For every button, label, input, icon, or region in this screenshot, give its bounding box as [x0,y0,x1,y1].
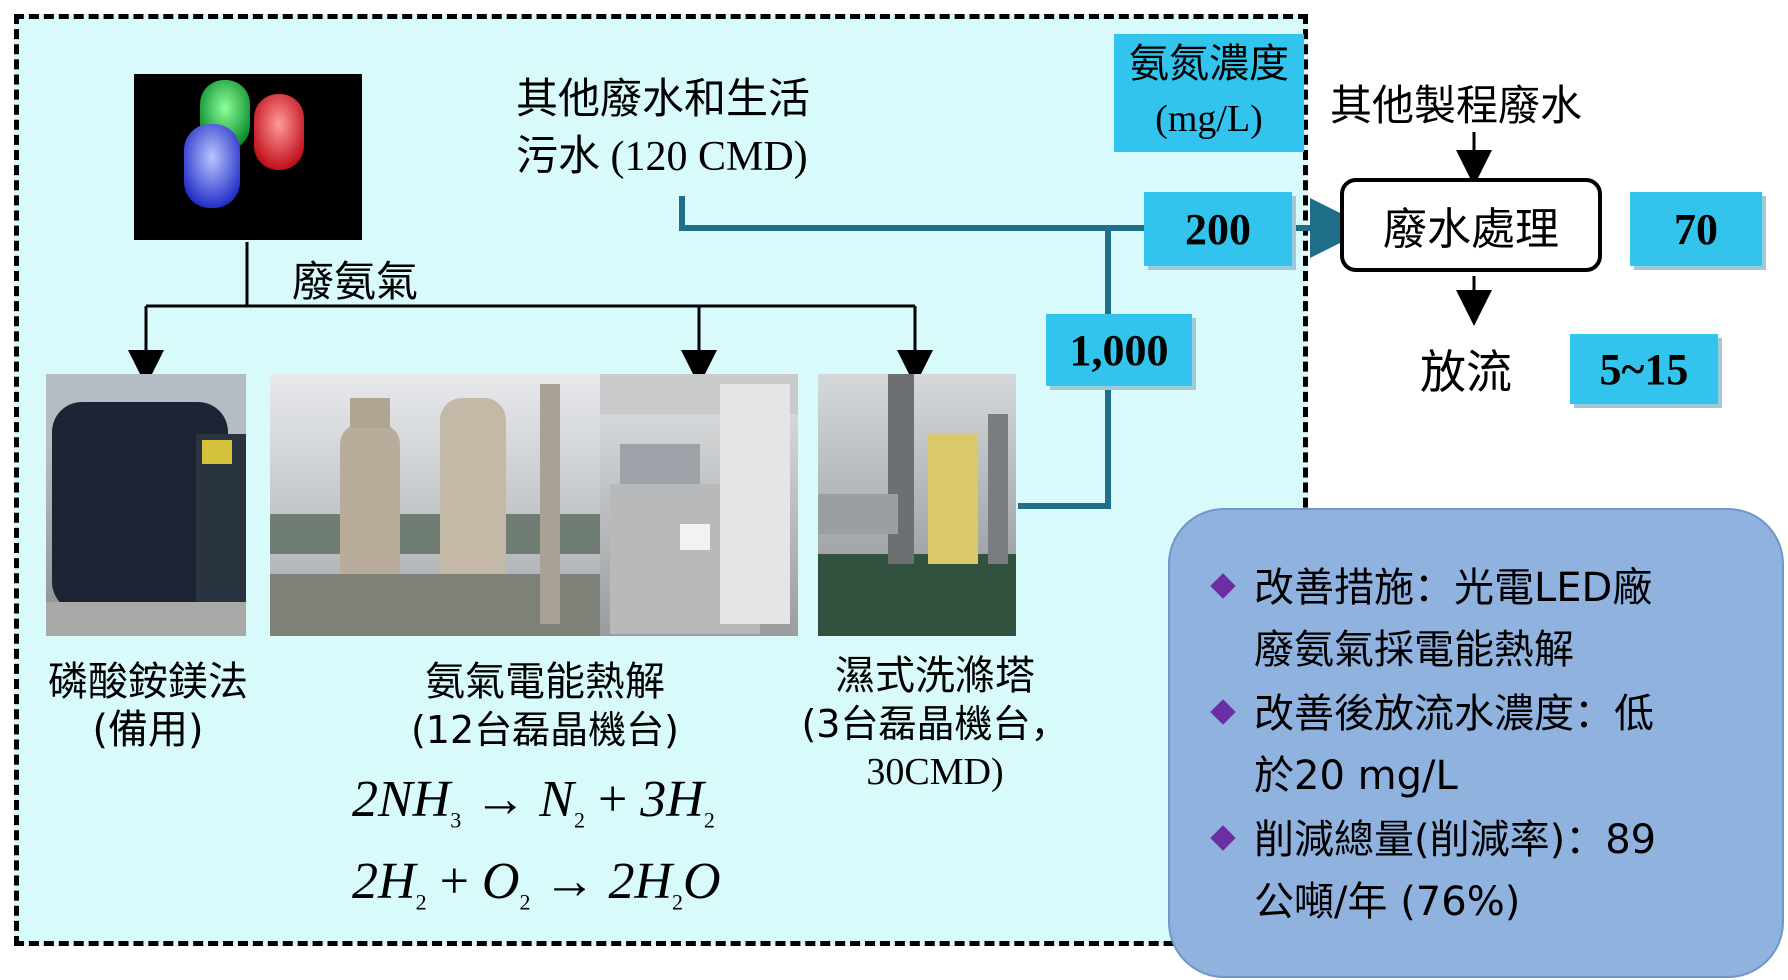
map-tank-photo [46,374,246,636]
diamond-bullet-icon [1210,699,1236,725]
method-map: 磷酸銨鎂法 (備用) [48,659,248,753]
thermal-photo-b [600,374,798,636]
discharge-value-badge: 5~15 [1570,334,1718,404]
inflow-value-badge: 200 [1144,192,1292,266]
equation-combustion: 2H2 + O2 → 2H2O [352,853,721,915]
scrubber-value-badge: 1,000 [1046,314,1192,386]
wastewater-pipe [679,196,1370,258]
summary-item: 削減總量(削減率)：89 [1210,808,1656,872]
summary-item-cont: 公噸/年 (76%) [1254,879,1521,925]
diamond-bullet-icon [1210,573,1236,599]
summary-item-cont: 於20 mg/L [1254,753,1458,799]
discharge-label: 放流 [1420,345,1512,399]
other-process-label: 其他製程廢水 [1330,81,1583,130]
summary-item-cont: 廢氨氣採電能熱解 [1254,627,1574,673]
summary-item: 改善後放流水濃度：低 [1210,682,1654,746]
treated-value-badge: 70 [1630,192,1762,266]
equation-decomposition: 2NH3 → N2 + 3H2 [352,771,715,833]
summary-panel: 改善措施：光電LED廠 廢氨氣採電能熱解 改善後放流水濃度：低 於20 mg/L… [1168,508,1784,978]
method-scrubber: 濕式洗滌塔 (3台磊晶機台， 30CMD) [801,653,1069,793]
waste-gas-label: 廢氨氣 [292,257,419,306]
summary-item: 改善措施：光電LED廠 [1210,556,1652,620]
source-label: 其他廢水和生活 污水 (120 CMD) [516,74,811,180]
scrubber-photo [818,374,1016,636]
concentration-header: 氨氮濃度 (mg/L) [1114,34,1304,152]
treatment-box: 廢水處理 [1340,178,1602,272]
thermal-photo-a [270,374,600,636]
method-thermal: 氨氣電能熱解 (12台磊晶機台) [410,659,679,752]
led-photo [134,74,362,240]
diamond-bullet-icon [1210,825,1236,851]
